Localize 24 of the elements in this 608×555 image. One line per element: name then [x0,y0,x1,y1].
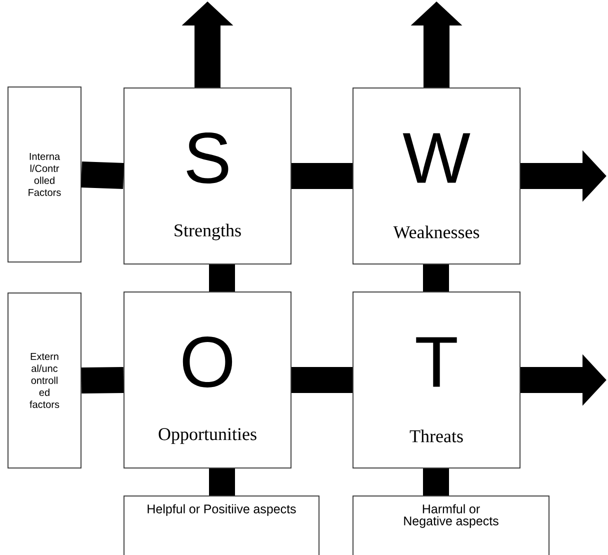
quadrant-box [124,292,292,468]
connector-bar [423,264,449,292]
quadrant-letter: O [182,336,232,388]
aspect-box: Harmful or Negative aspects [352,496,550,555]
quadrant-letter: S [186,132,228,184]
quadrant-title: Threats [410,430,463,442]
connector-bar [209,468,235,496]
quadrant-title: Opportunities [158,428,256,444]
quadrant-letter: W [402,133,470,183]
connector-bar [292,367,352,393]
connector-bar [81,367,124,394]
connector-bar [209,264,235,292]
aspect-box: Helpful or Positiive aspects [124,496,320,555]
quadrant-title: Strengths [174,224,241,240]
quadrant-box [124,88,292,264]
connector-bar [292,163,352,189]
factor-box: Interna l/Contr olled Factors [8,86,82,262]
quadrant-letter: T [416,337,457,387]
quadrant-box [352,292,520,468]
factor-box: Extern al/unc ontroll ed factors [8,292,82,468]
connector-bar [81,162,124,189]
quadrant-title: Weaknesses [393,226,480,238]
quadrant-box [352,88,520,264]
connector-bar [423,468,449,496]
